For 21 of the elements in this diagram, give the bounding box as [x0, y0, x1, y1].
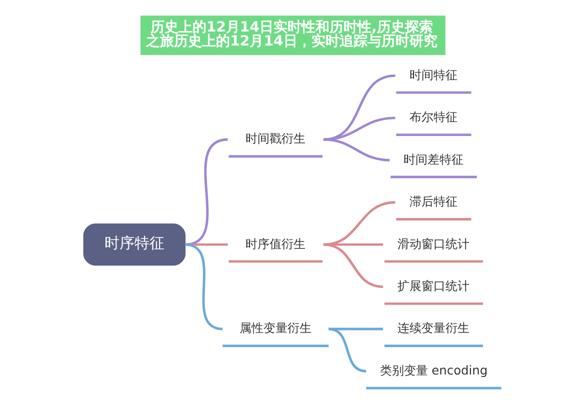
connector: [323, 243, 384, 288]
node-text: 时序值衍生: [246, 236, 306, 251]
node-text: 滞后特征: [410, 194, 458, 209]
connector: [323, 138, 390, 162]
node-text: 扩展窗口统计: [398, 278, 470, 293]
node-text: 时间特征: [410, 68, 458, 82]
connector: [323, 201, 396, 246]
node-text: 布尔特征: [410, 110, 458, 124]
node-text: 连续变量衍生: [398, 321, 470, 336]
node-text: 类别变量 encoding: [380, 363, 488, 378]
connector: [323, 74, 396, 141]
connector: [184, 138, 228, 246]
node-text: 时间差特征: [404, 152, 464, 166]
node-box: 时序特征: [83, 223, 186, 266]
connector: [328, 328, 366, 372]
node-text: 属性变量衍生: [240, 321, 312, 336]
node-text: 滑动窗口统计: [398, 236, 470, 251]
connector: [323, 116, 396, 141]
node-text: 时间戳衍生: [246, 132, 306, 146]
connector: [184, 243, 223, 330]
diagram-title: 历史上的12月14日实时性和历时性,历史探索之旅历史上的12月14日，实时追踪与历时研究: [146, 20, 438, 50]
